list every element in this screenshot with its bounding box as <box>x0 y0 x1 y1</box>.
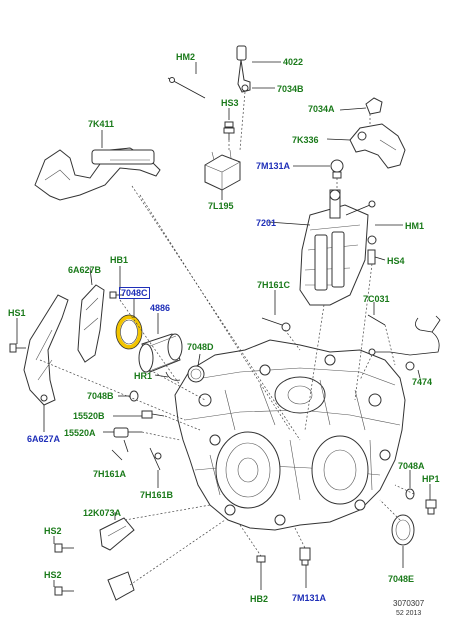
spring-clip-7474 <box>368 315 441 371</box>
label-15520a: 15520A <box>64 428 96 438</box>
label-7k336: 7K336 <box>292 135 319 145</box>
sensor-4022 <box>236 45 251 93</box>
bracket-6a627a <box>23 294 69 406</box>
label-hp1: HP1 <box>422 474 440 484</box>
plug-7m131a-top <box>330 159 344 179</box>
label-7m131a-bottom: 7M131A <box>292 593 327 603</box>
bracket-7034a <box>365 97 383 115</box>
label-hm1: HM1 <box>405 221 425 231</box>
label-hs2-upper: HS2 <box>44 526 62 536</box>
label-7h161a: 7H161A <box>93 469 127 479</box>
label-hm2: HM2 <box>176 52 196 62</box>
seal-7048b <box>129 390 139 402</box>
bracket-lower-left <box>107 571 135 601</box>
seal-7048e <box>391 514 415 546</box>
label-7048e: 7048E <box>388 574 415 584</box>
leader-lines <box>16 61 431 590</box>
label-hs4: HS4 <box>387 256 405 266</box>
label-hr1: HR1 <box>134 371 153 381</box>
pin-7h161c <box>261 317 291 332</box>
bolt-hb2 <box>256 555 266 575</box>
label-hs2-lower: HS2 <box>44 570 62 580</box>
pin-7h161b <box>149 447 162 471</box>
label-12k073a: 12K073A <box>83 508 122 518</box>
bolt-hs2-upper <box>54 543 74 553</box>
seal-7048d <box>187 365 205 383</box>
label-7048c: 7048C <box>119 287 150 299</box>
label-7c031: 7C031 <box>363 294 390 304</box>
plug-15520a <box>113 427 142 438</box>
label-7h161c: 7H161C <box>257 280 291 290</box>
bearing-4886 <box>138 333 183 373</box>
label-7048a: 7048A <box>398 461 425 471</box>
label-7h161b: 7H161B <box>140 490 174 500</box>
label-hb1: HB1 <box>110 255 129 265</box>
ring-hr1 <box>165 371 181 381</box>
sensor-12k073a <box>99 517 135 551</box>
shifter-assembly-7201 <box>299 189 377 306</box>
pin-7h161a <box>123 439 129 453</box>
pin-7c031 <box>367 314 386 326</box>
bolt-hs3 <box>223 121 235 140</box>
label-7m131a-top: 7M131A <box>256 161 291 171</box>
label-7048b: 7048B <box>87 391 114 401</box>
label-6a627b: 6A627B <box>68 265 102 275</box>
plug-7m131a-bottom <box>299 547 311 566</box>
bracket-7k336 <box>349 123 406 169</box>
label-7l195: 7L195 <box>208 201 234 211</box>
label-hs1: HS1 <box>8 308 26 318</box>
bolt-hb1 <box>109 291 124 299</box>
label-hb2: HB2 <box>250 594 269 604</box>
label-hs3: HS3 <box>221 98 239 108</box>
transmission-housing <box>174 339 406 531</box>
label-7034b: 7034B <box>277 84 304 94</box>
bolt-hs1 <box>9 343 26 353</box>
label-4022: 4022 <box>283 57 304 67</box>
label-15520b: 15520B <box>73 411 105 421</box>
label-7034a: 7034A <box>308 104 335 114</box>
bracket-6a627b <box>77 284 105 363</box>
plug-hp1 <box>425 499 437 515</box>
module-7l195 <box>204 149 241 191</box>
label-7201: 7201 <box>256 218 277 228</box>
label-7048d: 7048D <box>187 342 214 352</box>
label-4886: 4886 <box>150 303 171 313</box>
bolt-hs2-lower <box>54 586 74 596</box>
reference-number: 3070307 <box>393 599 425 608</box>
seal-7048c <box>115 314 143 350</box>
seal-7048a <box>405 488 415 500</box>
date-code: 52 2013 <box>396 610 422 617</box>
plug-15520b <box>141 410 165 419</box>
label-7k411: 7K411 <box>88 119 115 129</box>
shift-fork-7k411 <box>34 147 161 201</box>
harness-clip-hm2 <box>167 77 206 99</box>
label-6a627a: 6A627A <box>27 434 61 444</box>
label-7474: 7474 <box>412 377 433 387</box>
